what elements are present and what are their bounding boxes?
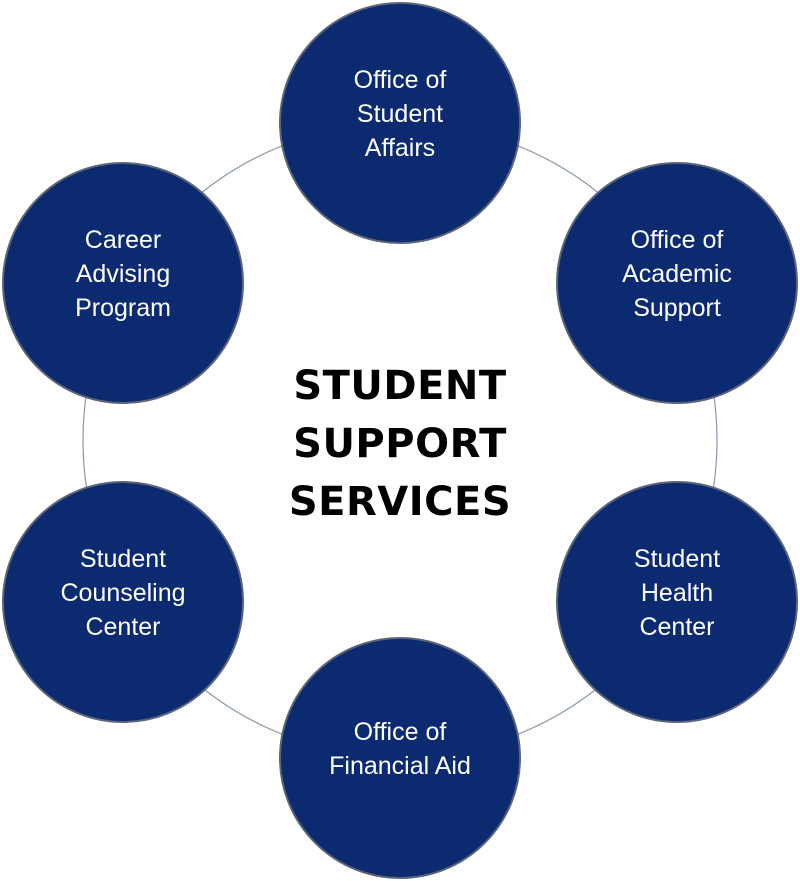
node-office-of-academic-support: Office of Academic Support bbox=[556, 162, 798, 404]
center-title: STUDENT SUPPORT SERVICES bbox=[288, 363, 512, 525]
node-label: Office of Financial Aid bbox=[329, 718, 471, 780]
node-office-of-financial-aid: Office of Financial Aid bbox=[279, 637, 521, 879]
node-label: Office of Student Affairs bbox=[353, 66, 447, 162]
node-student-counseling-center: Student Counseling Center bbox=[2, 481, 244, 723]
node-label: Office of Academic Support bbox=[622, 226, 732, 322]
node-label: Student Counseling Center bbox=[60, 545, 186, 641]
node-office-of-student-affairs: Office of Student Affairs bbox=[279, 2, 521, 244]
node-career-advising-program: Career Advising Program bbox=[2, 162, 244, 404]
node-label: Student Health Center bbox=[633, 545, 721, 641]
node-label: Career Advising Program bbox=[75, 226, 171, 322]
node-student-health-center: Student Health Center bbox=[556, 481, 798, 723]
